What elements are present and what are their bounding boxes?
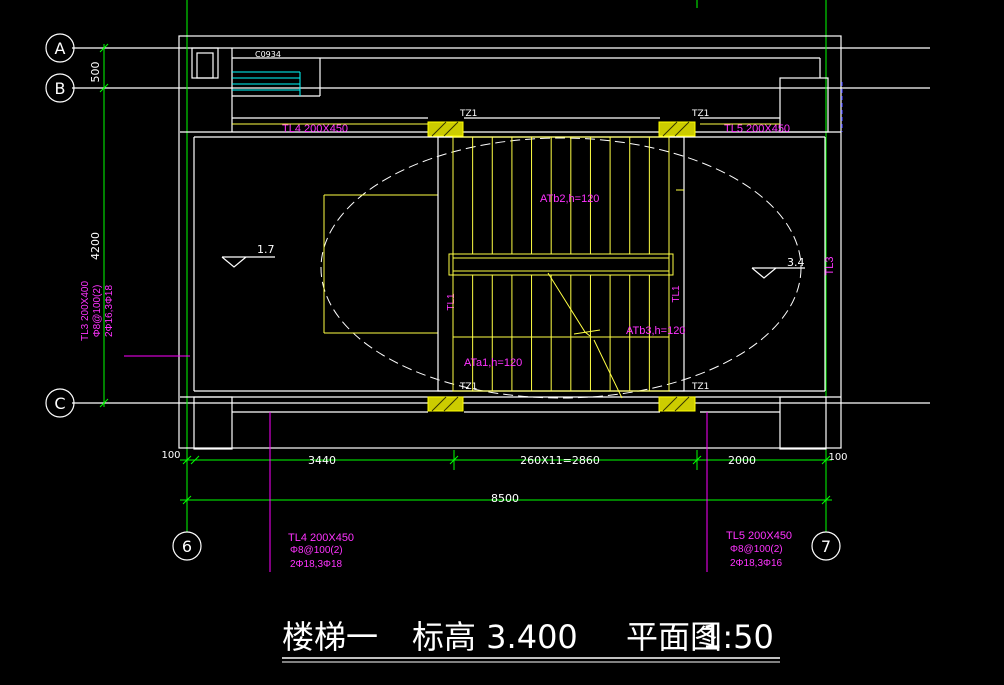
dim-100-left: 100 bbox=[161, 450, 180, 461]
slab-atb3: ATb3,h=120 bbox=[626, 325, 685, 337]
dashed-ellipse bbox=[320, 137, 802, 399]
columns: TZ1 TZ1 TZ1 TZ1 bbox=[427, 109, 709, 412]
slab-atb2: ATb2,h=120 bbox=[540, 193, 599, 205]
dim-4200: 4200 bbox=[89, 232, 102, 260]
dim-100-right: 100 bbox=[828, 452, 847, 463]
beam-notes: TL3 200X400 Φ8@100(2) 2Φ16,3Φ18 TL4 200X… bbox=[80, 281, 792, 572]
dim-500: 500 bbox=[89, 62, 102, 83]
title-elevation: 标高 3.400 bbox=[412, 618, 578, 656]
walls bbox=[178, 35, 842, 450]
tl4-note-line2: Φ8@100(2) bbox=[290, 545, 343, 556]
tl3-note-line3: 2Φ16,3Φ18 bbox=[104, 285, 115, 338]
grid-bubble-6: 6 bbox=[172, 531, 202, 561]
drawing-title: 楼梯一 标高 3.400 平面图 1:50 bbox=[282, 618, 780, 663]
column-tag-bottom-right: TZ1 bbox=[691, 382, 709, 392]
grid-label-B: B bbox=[55, 79, 66, 98]
grid-bubble-B: B bbox=[45, 73, 75, 103]
dim-2860: 260X11=2860 bbox=[520, 454, 600, 467]
right-landing-elev: 3.4 bbox=[787, 256, 805, 269]
vertical-dimensions: 500 4200 bbox=[89, 43, 109, 408]
beam-tl1-left: TL1 bbox=[446, 293, 457, 311]
dim-3440: 3440 bbox=[308, 454, 336, 467]
beam-tl3-right: TL3 bbox=[824, 257, 836, 276]
column-tag-bottom-left: TZ1 bbox=[459, 382, 477, 392]
column-tag-top-right: TZ1 bbox=[691, 109, 709, 119]
grid-label-6: 6 bbox=[182, 537, 192, 556]
tl5-note-line2: Φ8@100(2) bbox=[730, 544, 783, 555]
tl4-note-line3: 2Φ18,3Φ18 bbox=[290, 559, 343, 570]
beam-tl5-top: TL5 200X450 bbox=[724, 123, 790, 135]
dim-2000: 2000 bbox=[728, 454, 756, 467]
tl3-note-line2: Φ8@100(2) bbox=[92, 285, 103, 338]
grid-lines bbox=[72, 0, 930, 532]
beam-labels: TL4 200X450 TL5 200X450 TL1 TL1 TL3 bbox=[232, 123, 836, 311]
right-landing: 3.4 bbox=[751, 256, 805, 279]
stair-flights bbox=[437, 136, 685, 392]
dim-8500: 8500 bbox=[491, 492, 519, 505]
column-tag-top-left: TZ1 bbox=[459, 109, 477, 119]
title-name: 楼梯一 bbox=[282, 618, 378, 656]
window-tag: C0934 bbox=[255, 50, 281, 59]
tl5-note-line3: 2Φ18,3Φ16 bbox=[730, 558, 783, 569]
grid-label-A: A bbox=[55, 39, 66, 58]
tl5-note-line1: TL5 200X450 bbox=[726, 530, 792, 542]
tl3-note-line1: TL3 200X400 bbox=[80, 281, 91, 341]
grid-label-7: 7 bbox=[821, 537, 831, 556]
title-view: 平面图 bbox=[626, 618, 722, 656]
window: C0934 bbox=[232, 50, 843, 132]
left-landing: 1.7 bbox=[221, 194, 438, 334]
slab-ata1: ATa1,h=120 bbox=[464, 357, 522, 369]
tl4-note-line1: TL4 200X450 bbox=[288, 532, 354, 544]
beam-tl1-right: TL1 bbox=[671, 285, 682, 303]
title-scale: 1:50 bbox=[702, 618, 774, 656]
beam-tl4-top: TL4 200X450 bbox=[282, 123, 348, 135]
left-landing-elev: 1.7 bbox=[257, 243, 275, 256]
slab-labels: ATb2,h=120 ATb3,h=120 ATa1,h=120 bbox=[464, 189, 685, 399]
grid-bubble-A: A bbox=[45, 33, 75, 63]
horizontal-dimensions: 100 3440 260X11=2860 2000 100 8500 bbox=[161, 450, 848, 505]
grid-bubble-C: C bbox=[45, 388, 75, 418]
grid-label-C: C bbox=[54, 394, 65, 413]
grid-bubble-7: 7 bbox=[811, 531, 841, 561]
